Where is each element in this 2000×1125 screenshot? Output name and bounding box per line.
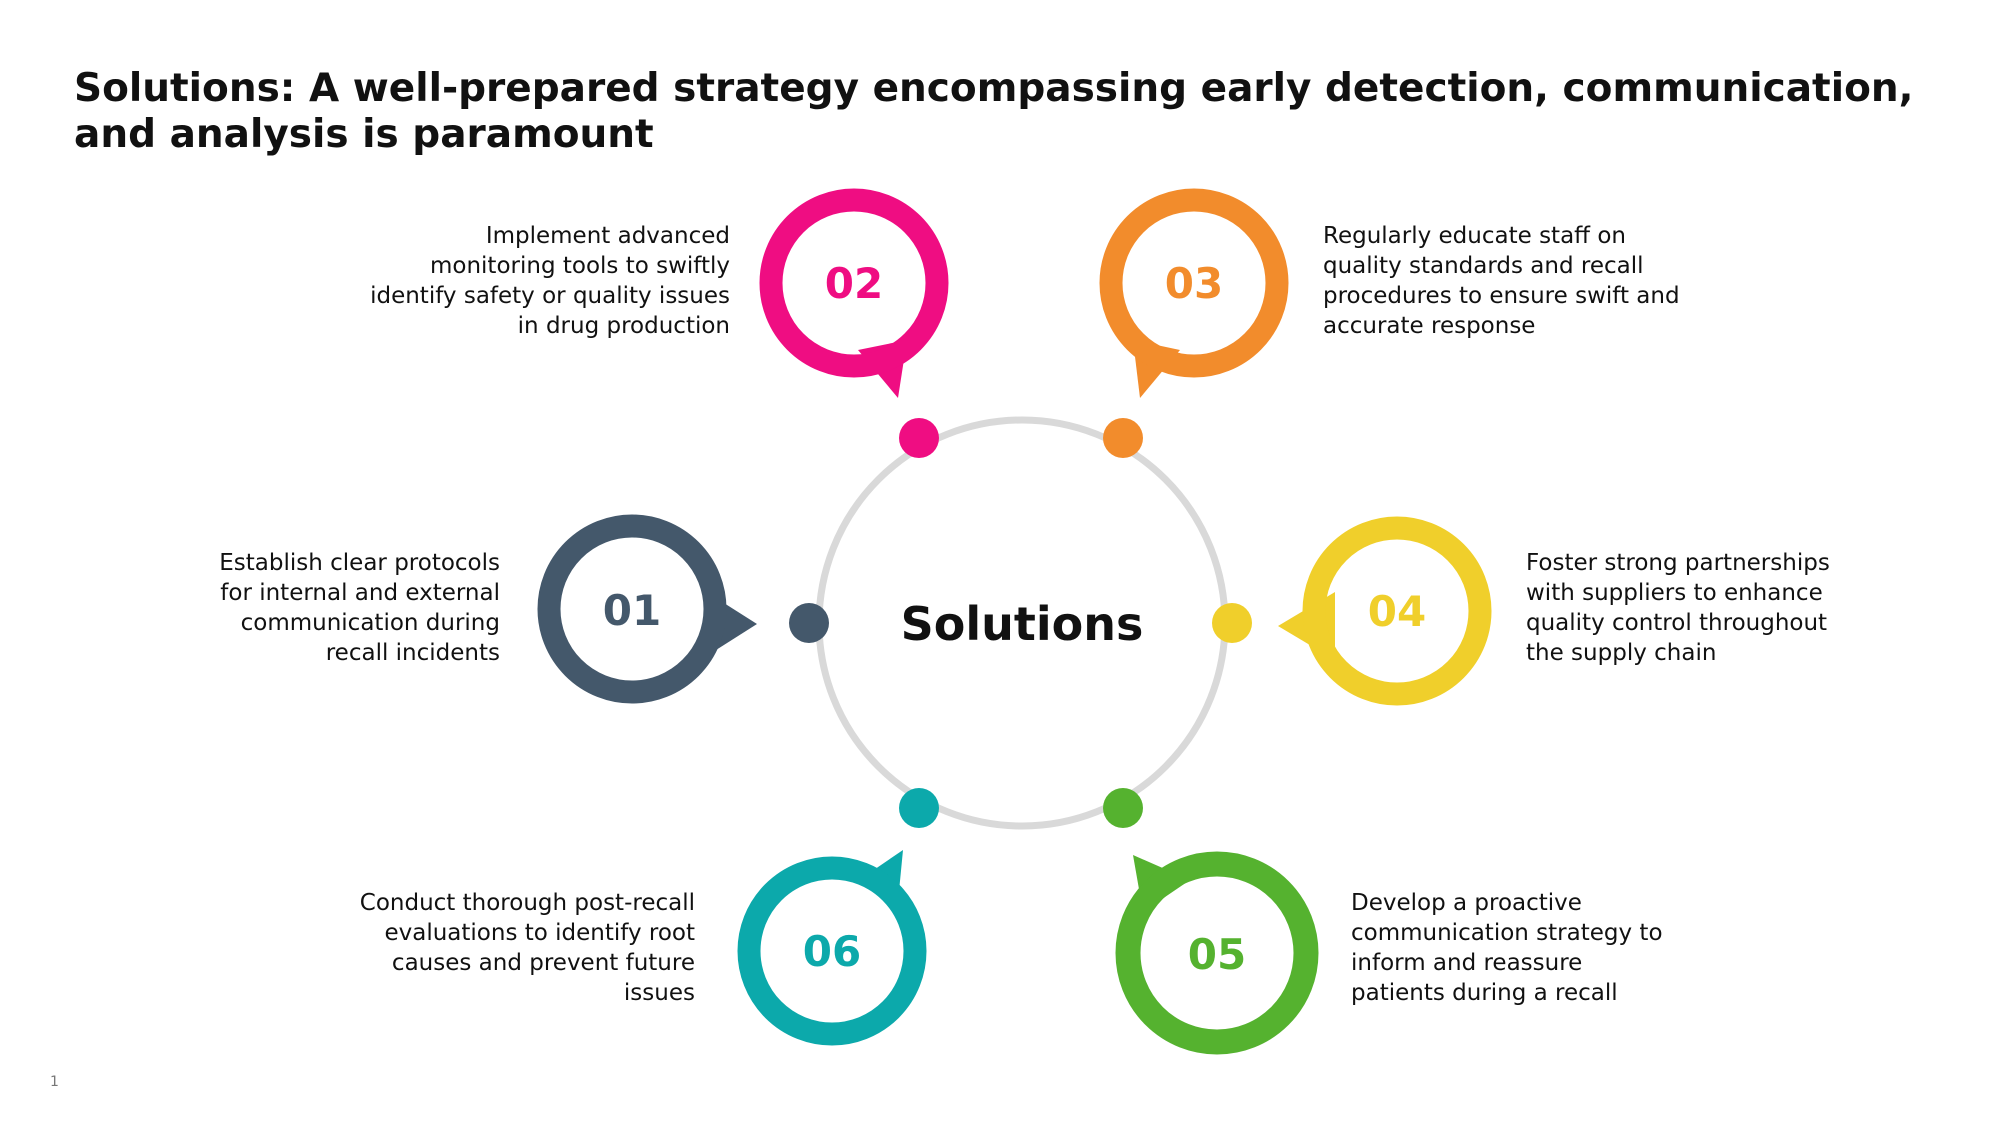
step-05-bubble — [1115, 851, 1319, 1055]
step-05-number: 05 — [1188, 930, 1246, 979]
step-04-bubble — [1302, 516, 1492, 706]
center-label: Solutions — [901, 597, 1144, 651]
step-06-bubble — [737, 856, 927, 1046]
step-02-bubble — [759, 188, 949, 378]
step-03-ring-dot — [1103, 418, 1143, 458]
step-02-ring-dot — [899, 418, 939, 458]
step-06-number: 06 — [803, 927, 861, 976]
step-02-number: 02 — [825, 259, 883, 308]
step-02-marker: 02 — [759, 188, 949, 458]
step-04-ring-dot — [1212, 603, 1252, 643]
step-06-marker: 06 — [737, 788, 939, 1046]
step-06-ring-dot — [899, 788, 939, 828]
step-01-number: 01 — [603, 586, 661, 635]
step-03-number: 03 — [1165, 259, 1223, 308]
step-01-bubble — [537, 514, 727, 704]
slide-title: Solutions: A well-prepared strategy enco… — [74, 66, 1914, 157]
step-01-ring-dot — [789, 603, 829, 643]
step-03-description: Regularly educate staff on quality stand… — [1323, 223, 1680, 339]
step-06-description: Conduct thorough post-recall evaluations… — [359, 890, 695, 1006]
step-03-bubble — [1099, 188, 1289, 378]
page-number: 1 — [50, 1074, 59, 1090]
step-05-marker: 05 — [1103, 788, 1319, 1055]
step-04-marker: 04 — [1212, 516, 1492, 706]
step-01-description: Establish clear protocols for internal a… — [219, 550, 500, 666]
step-05-ring-dot — [1103, 788, 1143, 828]
step-04-description: Foster strong partnerships with supplier… — [1526, 550, 1830, 666]
step-01-marker: 01 — [537, 514, 829, 704]
step-04-number: 04 — [1368, 587, 1426, 636]
step-03-marker: 03 — [1099, 188, 1289, 458]
step-02-description: Implement advanced monitoring tools to s… — [370, 223, 730, 339]
step-05-description: Develop a proactive communication strate… — [1351, 890, 1663, 1006]
